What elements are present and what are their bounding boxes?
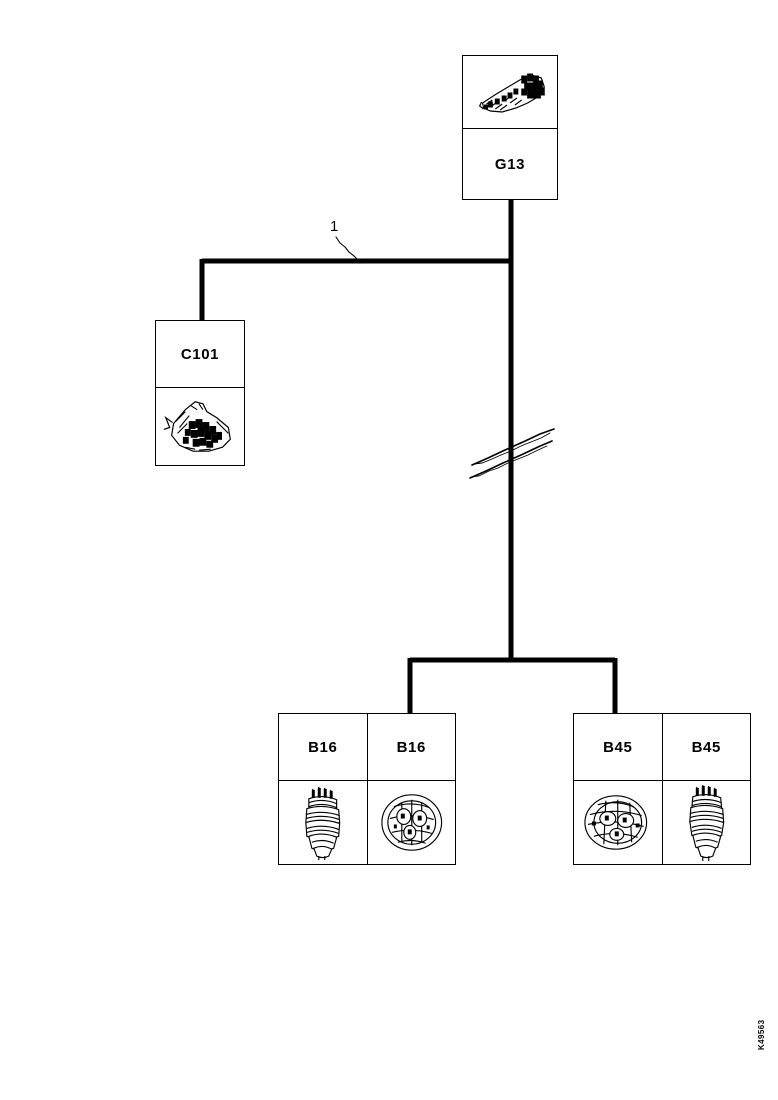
connector-cell-b45-a[interactable]: B45 (574, 714, 662, 864)
connector-label-b45-b: B45 (691, 738, 721, 756)
connector-art-b16-b (367, 780, 455, 864)
connector-node-c101[interactable]: C101 (155, 320, 245, 466)
connector-label-b16-b: B16 (396, 738, 426, 756)
callout-leader-line (335, 236, 363, 264)
connector-art-b45-b (662, 780, 750, 864)
connector-label-cell-b45-b: B45 (663, 714, 751, 780)
connector-cell-b16-a[interactable]: B16 (279, 714, 367, 864)
connector-label-cell-b16-b: B16 (368, 714, 456, 780)
drawing-reference-code: K49563 (757, 1019, 766, 1050)
conductor-break-icon (469, 428, 555, 479)
connector-node-g13[interactable]: G13 (462, 55, 558, 200)
callout-number-1: 1 (330, 218, 339, 235)
connector-label-b16-a: B16 (308, 738, 338, 756)
connector-art-g13 (463, 56, 557, 128)
connector-art-c101 (156, 387, 244, 465)
connector-label-c101: C101 (180, 345, 220, 363)
connector-group-right-pair[interactable]: B45 (573, 713, 751, 865)
connector-art-b16-a (279, 780, 367, 864)
connector-cell-b45-b[interactable]: B45 (661, 714, 751, 864)
connector-cell-b16-b[interactable]: B16 (366, 714, 456, 864)
connector-label-cell-g13: G13 (463, 128, 557, 199)
connector-label-cell-b16-a: B16 (279, 714, 367, 780)
connector-art-b45-a (574, 780, 662, 864)
connector-label-cell-c101: C101 (156, 321, 244, 387)
connector-label-b45-a: B45 (603, 738, 633, 756)
connector-group-left-pair[interactable]: B16 (278, 713, 456, 865)
connector-label-g13: G13 (494, 155, 526, 173)
connector-label-cell-b45-a: B45 (574, 714, 662, 780)
